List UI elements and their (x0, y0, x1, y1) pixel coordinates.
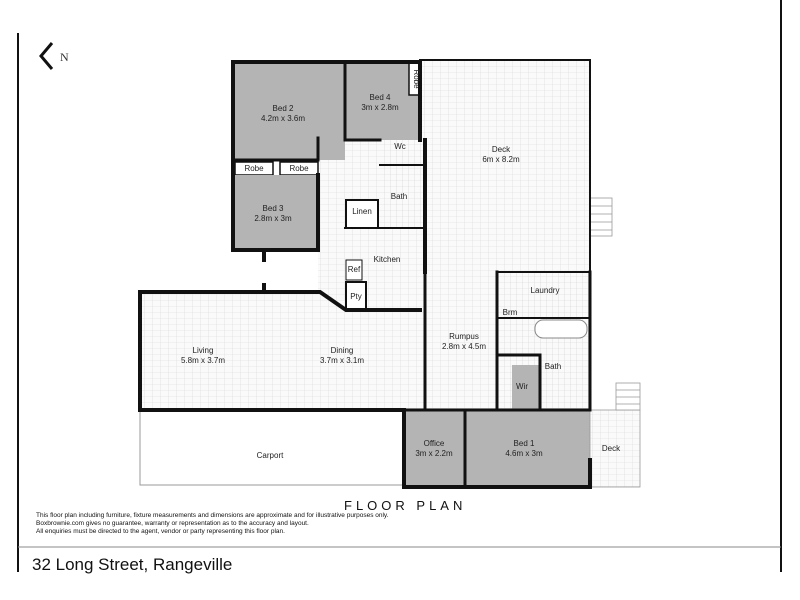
dining-size: 3.7m x 3.1m (320, 356, 364, 365)
north-arrow-icon: N (39, 42, 69, 70)
rear-steps (615, 382, 641, 411)
deck-main-label: Deck (492, 145, 511, 154)
wc-bath-floor (380, 140, 425, 228)
robe-bed4-label: Robe (412, 69, 421, 89)
rumpus-floor (425, 272, 497, 410)
robe-right-label: Robe (289, 164, 309, 173)
pty-label: Pty (350, 292, 362, 301)
laundry-label: Laundry (531, 286, 560, 295)
kitchen-label: Kitchen (374, 255, 401, 264)
deck-main-area (420, 60, 590, 272)
deck-main-size: 6m x 8.2m (482, 155, 520, 164)
bed3-label: Bed 3 (263, 204, 284, 213)
wir-room (512, 365, 540, 410)
wir-label: Wir (516, 382, 528, 391)
bed4-room (345, 62, 420, 140)
bed2-label: Bed 2 (273, 104, 294, 113)
disclaimer-line-1: This floor plan including furniture, fix… (36, 512, 389, 519)
ref-space (345, 259, 363, 281)
rumpus-label: Rumpus (449, 332, 479, 341)
bed1-size: 4.6m x 3m (505, 449, 543, 458)
rumpus-size: 2.8m x 4.5m (442, 342, 486, 351)
office-label: Office (424, 439, 445, 448)
bed3-size: 2.8m x 3m (254, 214, 292, 223)
living-label: Living (193, 346, 214, 355)
robe-left-label: Robe (244, 164, 264, 173)
deck-small-label: Deck (602, 444, 621, 453)
dining-label: Dining (331, 346, 354, 355)
bed1-label: Bed 1 (514, 439, 535, 448)
floor-plan-title: FLOOR PLAN (344, 498, 467, 513)
ref-label: Ref (348, 265, 361, 274)
brm-label: Brm (503, 308, 518, 317)
property-address: 32 Long Street, Rangeville (32, 555, 233, 574)
bed3-room (233, 175, 318, 250)
linen-label: Linen (352, 207, 372, 216)
carport-label: Carport (257, 451, 284, 460)
wc-label: Wc (394, 142, 406, 151)
bed4-size: 3m x 2.8m (361, 103, 399, 112)
carport-area (139, 409, 405, 486)
bed2-size: 4.2m x 3.6m (261, 114, 305, 123)
bed1-room (465, 410, 590, 485)
disclaimer-line-3: All enquiries must be directed to the ag… (36, 528, 285, 535)
bathtub-icon (534, 319, 588, 339)
compass-label: N (60, 50, 69, 64)
bath-upper-label: Bath (391, 192, 407, 201)
walls (138, 59, 592, 489)
bed2-room (233, 62, 345, 160)
disclaimer-line-2: Boxbrownie.com gives no guarantee, warra… (36, 520, 309, 527)
bath-lower-label: Bath (545, 362, 561, 371)
office-size: 3m x 2.2m (415, 449, 453, 458)
office-room (404, 410, 465, 485)
deck-small-area (589, 409, 641, 488)
bed4-label: Bed 4 (370, 93, 391, 102)
living-size: 5.8m x 3.7m (181, 356, 225, 365)
